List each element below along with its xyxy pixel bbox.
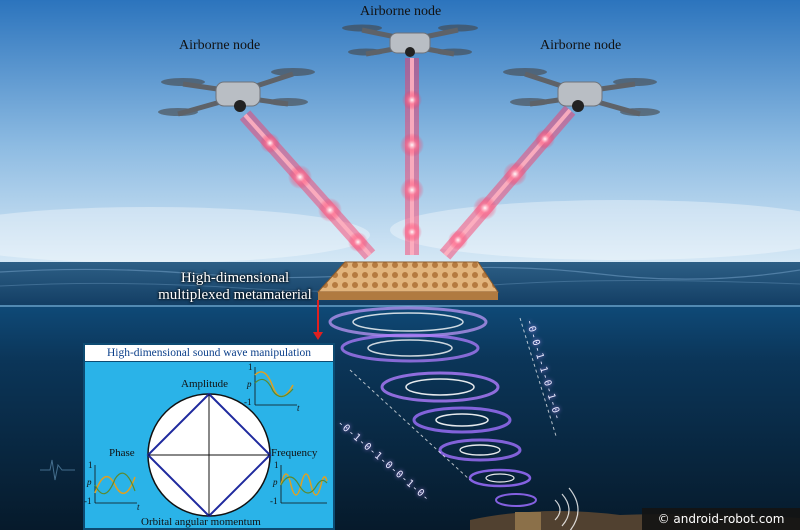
amplitude-tick-pos: 1 [248, 362, 253, 372]
drone-left [158, 68, 315, 117]
amplitude-plot [254, 367, 297, 406]
beam-left [239, 110, 376, 260]
receiver-waves [554, 487, 579, 530]
phase-axis-p: p [87, 477, 92, 487]
amplitude-axis-p: p [247, 379, 252, 389]
frequency-tick-neg: -1 [270, 496, 278, 506]
label-phase: Phase [109, 447, 135, 459]
phase-tick-neg: -1 [84, 496, 92, 506]
phase-axis-t: t [137, 502, 140, 512]
beam-right [439, 105, 576, 260]
label-amplitude: Amplitude [181, 378, 229, 390]
metamaterial-label-line1: High-dimensional [180, 270, 290, 286]
label-frequency: Frequency [271, 447, 318, 459]
phase-tick-pos: 1 [88, 460, 93, 470]
drone-right [503, 68, 660, 117]
node-label-right: Airborne node [540, 38, 622, 53]
manipulation-panel: High-dimensional sound wave manipulation [83, 343, 335, 530]
label-orbital-angular-momentum: Orbital angular momentum [141, 516, 261, 528]
phase-plot [94, 465, 137, 504]
receiver-node [515, 512, 541, 530]
metamaterial-label: High-dimensional multiplexed metamateria… [140, 270, 330, 304]
panel-diagram [94, 367, 328, 518]
beam-center [400, 58, 424, 255]
drone-center [342, 24, 478, 57]
metamaterial-plate [316, 261, 499, 300]
metamaterial-label-line2: multiplexed metamaterial [158, 287, 312, 303]
node-label-left: Airborne node [179, 38, 261, 53]
frequency-tick-pos: 1 [274, 460, 279, 470]
acoustic-vortex [328, 306, 537, 507]
amplitude-tick-neg: -1 [244, 397, 252, 407]
frequency-plot [280, 465, 328, 504]
amplitude-axis-t: t [297, 403, 300, 413]
panel-title: High-dimensional sound wave manipulation [85, 345, 333, 362]
watermark: © android-robot.com [642, 508, 800, 530]
frequency-axis-p: p [273, 477, 278, 487]
node-label-center: Airborne node [360, 4, 442, 19]
